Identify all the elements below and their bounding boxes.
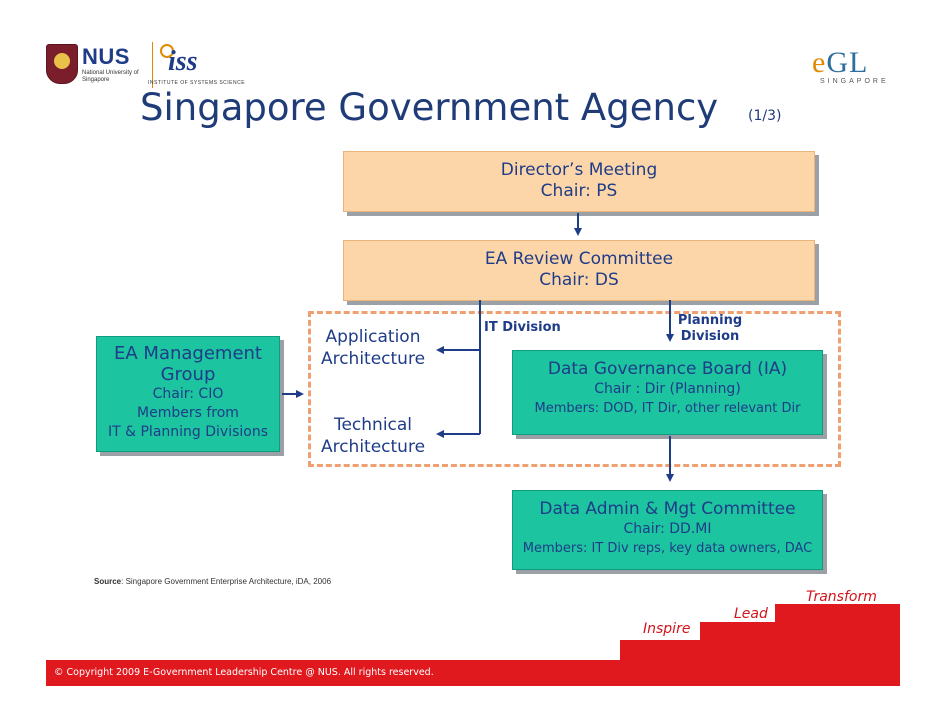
iss-logo-text: iss: [168, 46, 198, 77]
nus-logo: NUS National University of Singapore: [46, 42, 146, 88]
technical-architecture-line2: Architecture: [320, 437, 426, 457]
application-architecture-line1: Application: [325, 327, 421, 347]
page-number-indicator: (1/3): [748, 108, 782, 124]
ea-review-title: EA Review Committee: [484, 249, 674, 269]
directors-meeting-box: Director’s Meeting Chair: PS: [343, 151, 815, 212]
ea-management-group-box: EA Management Group Chair: CIO Members f…: [96, 336, 280, 452]
ea-management-title-line1: EA Management: [114, 343, 262, 364]
iss-swirl-icon: [160, 44, 174, 58]
ea-management-members-line1: Members from: [137, 405, 239, 421]
nus-crest-icon: [46, 44, 78, 84]
data-governance-chair: Chair : Dir (Planning): [594, 381, 741, 397]
directors-meeting-title: Director’s Meeting: [500, 160, 658, 180]
planning-division-label: Planning Division: [670, 313, 750, 345]
planning-division-line2: Division: [680, 329, 740, 344]
source-citation: Source: Singapore Government Enterprise …: [94, 577, 331, 586]
planning-division-line1: Planning: [677, 313, 743, 328]
data-admin-members: Members: IT Div reps, key data owners, D…: [522, 541, 813, 556]
stair-label-lead: Lead: [734, 606, 768, 622]
page-title: Singapore Government Agency: [140, 86, 719, 129]
application-architecture-label: Application Architecture: [318, 326, 428, 370]
nus-logo-text: NUS: [82, 44, 130, 69]
data-governance-board-box: Data Governance Board (IA) Chair : Dir (…: [512, 350, 823, 435]
stair-step-lead: [700, 622, 900, 642]
logo-divider: [152, 42, 153, 88]
egl-logo-gl: GL: [826, 46, 869, 79]
ea-review-committee-box: EA Review Committee Chair: DS: [343, 240, 815, 301]
egl-logo-subtitle: SINGAPORE: [820, 78, 889, 85]
data-governance-title: Data Governance Board (IA): [547, 359, 788, 379]
nus-logo-subtitle: National University of Singapore: [82, 70, 139, 83]
source-text: : Singapore Government Enterprise Archit…: [121, 577, 332, 586]
footer-bar: [46, 660, 900, 686]
technical-architecture-line1: Technical: [333, 415, 413, 435]
architecture-region-border: [308, 311, 841, 467]
ea-management-title-line2: Group: [160, 364, 216, 385]
technical-architecture-label: Technical Architecture: [318, 414, 428, 458]
application-architecture-line2: Architecture: [320, 349, 426, 369]
stair-label-inspire: Inspire: [643, 621, 691, 637]
data-admin-chair: Chair: DD.MI: [623, 521, 712, 537]
egl-logo-e: e: [812, 46, 827, 79]
stair-step-inspire: [620, 640, 900, 660]
data-governance-members: Members: DOD, IT Dir, other relevant Dir: [534, 401, 801, 416]
copyright-text: © Copyright 2009 E-Government Leadership…: [54, 667, 434, 678]
data-admin-committee-box: Data Admin & Mgt Committee Chair: DD.MI …: [512, 490, 823, 570]
egl-logo: eGL: [812, 46, 868, 80]
it-division-label: IT Division: [484, 320, 561, 335]
ea-management-members-line2: IT & Planning Divisions: [107, 424, 268, 440]
iss-logo-subtitle: INSTITUTE OF SYSTEMS SCIENCE: [148, 80, 246, 86]
source-label: Source: [94, 577, 122, 586]
directors-meeting-chair: Chair: PS: [540, 181, 618, 201]
stair-label-transform: Transform: [806, 589, 877, 605]
ea-review-chair: Chair: DS: [539, 270, 619, 290]
ea-management-chair: Chair: CIO: [152, 386, 224, 402]
stair-step-transform: [775, 604, 900, 624]
data-admin-title: Data Admin & Mgt Committee: [539, 499, 796, 519]
